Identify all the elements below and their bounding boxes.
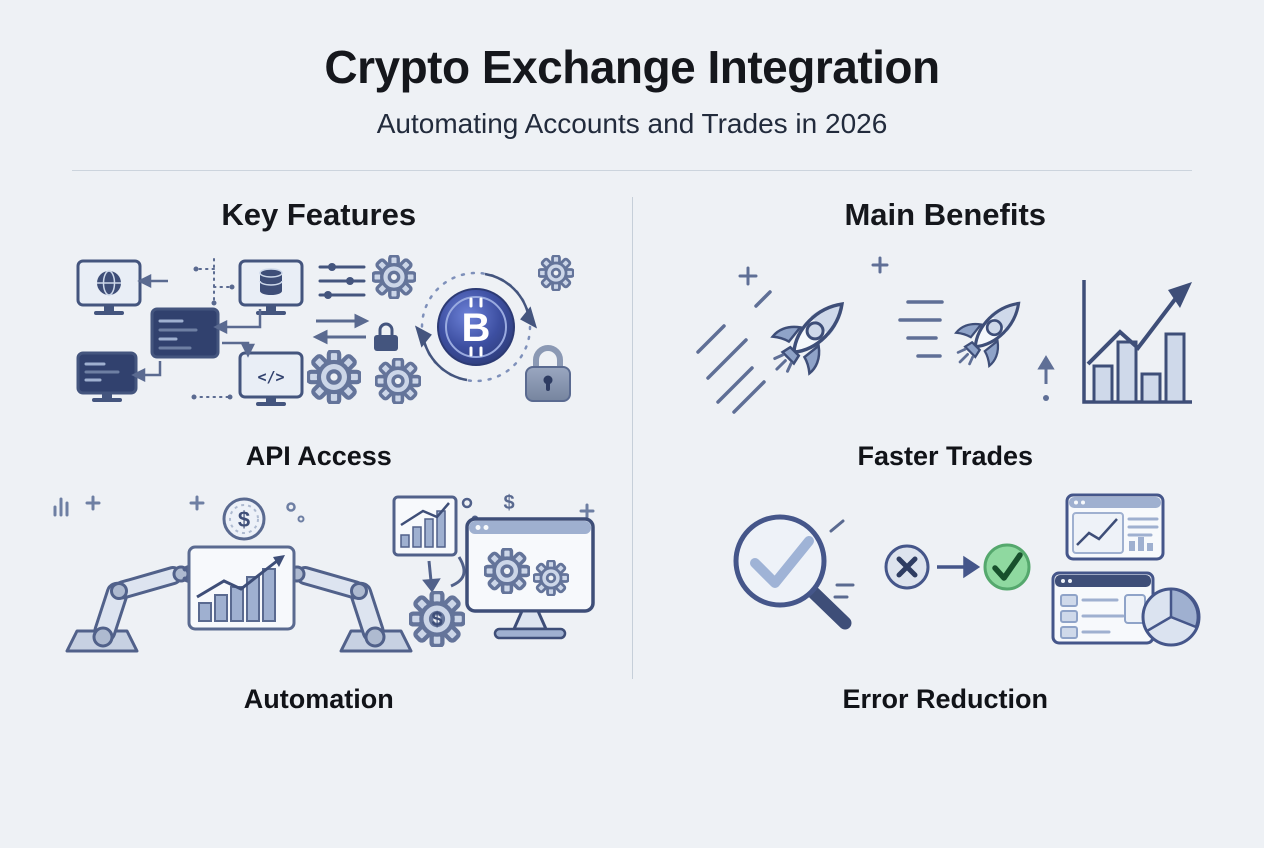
- sparkle-icon: [738, 256, 889, 286]
- database-monitor-icon: [238, 259, 304, 315]
- bar-sparkline-icon: [53, 497, 69, 517]
- error-reduction-caption: Error Reduction: [842, 684, 1049, 714]
- automation-caption: Automation: [243, 684, 394, 714]
- features-heading: Key Features: [221, 197, 417, 232]
- terminal-monitor-icon: [76, 351, 138, 402]
- dollar-coin-icon: $: [222, 497, 266, 541]
- dollar-glyph: $: [238, 507, 250, 532]
- code-window-icon: [150, 307, 220, 359]
- page-title: Crypto Exchange Integration: [324, 41, 940, 93]
- code-tag-glyph: </>: [257, 368, 284, 386]
- growth-panel-icon: [187, 545, 296, 631]
- benefits-column: Main Benefits: [633, 171, 1259, 723]
- features-column: Key Features: [6, 171, 632, 723]
- circuit-dots-icon: [191, 258, 235, 400]
- faster-trades-illustration: [690, 237, 1200, 435]
- gear-icon: [371, 255, 416, 299]
- pie-chart-icon: [1141, 587, 1201, 647]
- gears-monitor-icon: [465, 517, 595, 640]
- accent-dashes-icon: [829, 519, 855, 599]
- rocket-icon: [770, 301, 845, 376]
- faster-trades-art: [696, 256, 1193, 414]
- transition-arrow-icon: [937, 555, 981, 579]
- dollar-gear-icon: $: [410, 592, 464, 646]
- filter-lines-icon: [318, 263, 366, 299]
- column-divider: [631, 197, 633, 679]
- sparkle-icon: [579, 503, 595, 519]
- error-reduction-illustration: [685, 480, 1205, 678]
- success-check-icon: [983, 543, 1031, 591]
- globe-monitor-icon: [76, 259, 142, 315]
- speed-lines-icon: [898, 300, 944, 358]
- dashboard-card-icon: [1065, 493, 1165, 561]
- header: Crypto Exchange Integration Automating A…: [0, 0, 1264, 140]
- refresh-arrows-icon: [414, 272, 537, 382]
- dollar-glyph: $: [503, 492, 514, 514]
- up-arrow-icon: [1037, 355, 1055, 401]
- header-divider: [72, 170, 1192, 171]
- sync-arrows-icon: [312, 313, 370, 345]
- magnifier-check-icon: [733, 514, 852, 630]
- small-lock-icon: [373, 322, 398, 351]
- bitcoin-coin-icon: B: [420, 271, 531, 383]
- gear-icon: [308, 351, 360, 403]
- dashboard-card-icon: [1051, 571, 1155, 645]
- bitcoin-glyph: B: [461, 306, 490, 350]
- automation-art: $: [53, 492, 595, 669]
- benefits-heading: Main Benefits: [844, 197, 1047, 232]
- faster-trades-caption: Faster Trades: [857, 441, 1034, 471]
- dot-icon: [297, 515, 305, 523]
- gear-icon: [374, 358, 421, 404]
- page-subtitle: Automating Accounts and Trades in 2026: [376, 108, 888, 139]
- rocket-icon: [954, 301, 1021, 368]
- api-access-illustration: </>: [64, 237, 574, 435]
- padlock-icon: [524, 345, 571, 402]
- growth-chart-icon: [1082, 280, 1193, 404]
- automation-illustration: $: [39, 480, 599, 678]
- dollar-glyph: $: [431, 609, 442, 631]
- robot-arm-left-icon: [65, 558, 206, 653]
- dot-icon: [286, 502, 296, 512]
- content-columns: Key Features: [0, 171, 1264, 723]
- api-access-caption: API Access: [245, 441, 392, 471]
- flow-arrow-icon: [421, 556, 466, 593]
- error-reduction-art: [733, 493, 1201, 647]
- sparkle-icon: [85, 495, 205, 511]
- code-tag-monitor-icon: </>: [238, 351, 304, 406]
- connection-arrows-icon: [130, 273, 261, 383]
- gear-icon: [537, 255, 574, 291]
- error-cross-icon: [884, 544, 930, 590]
- mini-chart-card-icon: [392, 495, 479, 557]
- speed-lines-icon: [696, 290, 772, 414]
- api-access-art: </>: [76, 255, 574, 406]
